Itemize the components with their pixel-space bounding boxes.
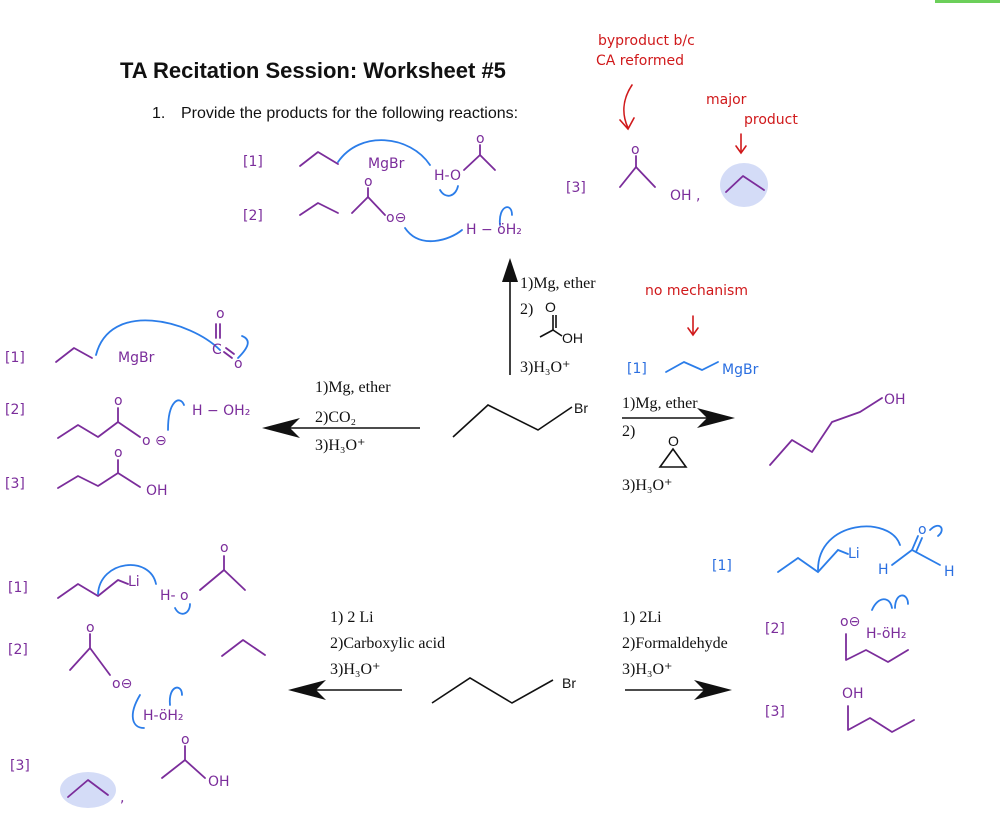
carbonyl-o: o bbox=[181, 732, 190, 748]
carbonyl-o: o bbox=[918, 522, 927, 538]
reagents-right: 1)Mg, ether 2) O 3)H₃O⁺ bbox=[622, 395, 698, 494]
no-mechanism-note: no mechanism bbox=[645, 283, 748, 299]
reagent-step-3: 3)H₃O⁺ bbox=[315, 437, 365, 454]
reaction-arrow-up bbox=[502, 258, 518, 375]
mgbr-label: MgBr bbox=[368, 156, 405, 172]
product-oh-label: OH bbox=[884, 392, 906, 408]
reagent-step-3: 3)H₃O⁺ bbox=[520, 359, 570, 376]
product-right: OH bbox=[769, 392, 906, 466]
reagent-step-2: 2)Carboxylic acid bbox=[330, 635, 445, 652]
epoxide-o-label: O bbox=[668, 433, 679, 449]
bromine-label: Br bbox=[574, 400, 588, 416]
step-label: [2] bbox=[8, 642, 28, 658]
highlight bbox=[720, 163, 768, 207]
byproduct-note: byproduct b/c bbox=[598, 33, 695, 49]
step-label: [1] bbox=[627, 361, 647, 377]
step-label: [1] bbox=[243, 154, 263, 170]
separator: , bbox=[120, 790, 124, 806]
carbonyl-o: o bbox=[364, 174, 373, 190]
co2-c: C bbox=[212, 342, 222, 358]
annotations-bottom-right: [1] Li H o H [2] o⊖ H-öH₂ OH [3] bbox=[712, 522, 955, 733]
step-label: [3] bbox=[10, 758, 30, 774]
annotations-top: [1] MgBr H-O o [2] o o⊖ H − öH₂ byproduc… bbox=[243, 33, 798, 243]
major-product-note-2: product bbox=[744, 112, 798, 128]
byproduct-note-2: CA reformed bbox=[596, 53, 684, 69]
starting-material-bottom: Br bbox=[431, 675, 576, 704]
reaction-arrow-left bbox=[262, 418, 420, 438]
step-label: [2] bbox=[765, 621, 785, 637]
reagent-step-3: 3)H₃O⁺ bbox=[330, 661, 380, 678]
reagents-left: 1)Mg, ether 2)CO₂ 3)H₃O⁺ bbox=[315, 379, 391, 454]
epoxide-ring bbox=[658, 447, 688, 468]
hydronium-label: H − OH₂ bbox=[192, 403, 250, 419]
co2-o: o bbox=[234, 356, 243, 372]
reaction-arrow-bottom-left bbox=[288, 680, 402, 700]
bromine-label: Br bbox=[562, 675, 576, 691]
alkoxide-o: o⊖ bbox=[840, 614, 860, 630]
annotations-right: no mechanism [1] MgBr bbox=[627, 283, 759, 378]
reagent-step-2: 2) bbox=[622, 423, 635, 440]
co2-o: o bbox=[216, 306, 225, 322]
question-number: 1. bbox=[152, 105, 165, 122]
step-label: [3] bbox=[5, 476, 25, 492]
reagent-step-3: 3)H₃O⁺ bbox=[622, 661, 672, 678]
major-product-note: major bbox=[706, 92, 747, 108]
acid-oh-label: OH bbox=[146, 483, 168, 499]
carbonyl-o: o bbox=[86, 620, 95, 636]
reagents-top: 1)Mg, ether 2) O OH 3)H₃O⁺ bbox=[520, 275, 596, 376]
starting-material-top: Br bbox=[452, 400, 588, 438]
ho-label: H- o bbox=[160, 588, 189, 604]
annotations-left: [1] MgBr o C o [2] o o ⊖ H − OH₂ [3] o O… bbox=[5, 306, 250, 499]
question-text: Provide the products for the following r… bbox=[181, 105, 518, 122]
reaction-arrow-right bbox=[622, 408, 735, 428]
reagent-step-1: 1) 2Li bbox=[622, 609, 662, 626]
step-label: [3] bbox=[566, 180, 586, 196]
step-label: [3] bbox=[765, 704, 785, 720]
li-label: Li bbox=[128, 574, 140, 590]
step-label: [2] bbox=[243, 208, 263, 224]
step-label: [1] bbox=[8, 580, 28, 596]
hydronium-label: H-öH₂ bbox=[866, 626, 907, 642]
carbonyl-o: o bbox=[631, 142, 640, 158]
reaction-arrow-bottom-right bbox=[625, 680, 732, 700]
highlight bbox=[60, 772, 116, 808]
step-label: [1] bbox=[5, 350, 25, 366]
reagent-step-2: 2)CO₂ bbox=[315, 409, 356, 426]
acid-oh-label: OH bbox=[562, 330, 583, 346]
carbonyl-o: o bbox=[114, 445, 123, 461]
h-label: H bbox=[878, 562, 889, 578]
reagent-step-1: 1)Mg, ether bbox=[622, 395, 698, 412]
carbonyl-o: o bbox=[476, 131, 485, 147]
step-label: [1] bbox=[712, 558, 732, 574]
accent-bar bbox=[935, 0, 1000, 3]
reagents-bottom-right: 1) 2Li 2)Formaldehyde 3)H₃O⁺ bbox=[622, 609, 728, 678]
h-label: H bbox=[944, 564, 955, 580]
reagent-step-1: 1)Mg, ether bbox=[315, 379, 391, 396]
carboxylate-o: o⊖ bbox=[112, 676, 132, 692]
reagent-step-2: 2) bbox=[520, 301, 533, 318]
reagents-bottom-left: 1) 2 Li 2)Carboxylic acid 3)H₃O⁺ bbox=[330, 609, 445, 678]
reagent-step-1: 1) 2 Li bbox=[330, 609, 374, 626]
carbonyl-o: o bbox=[220, 540, 229, 556]
step-label: [2] bbox=[5, 402, 25, 418]
reagent-step-1: 1)Mg, ether bbox=[520, 275, 596, 292]
mgbr-label: MgBr bbox=[118, 350, 155, 366]
acid-o-label: O bbox=[545, 299, 556, 315]
reagent-step-2: 2)Formaldehyde bbox=[622, 635, 728, 652]
annotations-bottom-left: [1] Li H- o o [2] o o⊖ H-öH₂ [3] , o OH bbox=[8, 540, 266, 808]
page-title: TA Recitation Session: Worksheet #5 bbox=[120, 58, 506, 83]
hydronium-label: H − öH₂ bbox=[466, 222, 522, 238]
mgbr-label: MgBr bbox=[722, 362, 759, 378]
acid-oh-label: OH bbox=[208, 774, 230, 790]
reagent-step-3: 3)H₃O⁺ bbox=[622, 477, 672, 494]
acid-oh-label: OH , bbox=[670, 188, 700, 204]
carboxylate-o: o⊖ bbox=[386, 210, 406, 226]
carbonyl-o: o bbox=[114, 393, 123, 409]
li-label: Li bbox=[848, 546, 860, 562]
carboxylate-o: o ⊖ bbox=[142, 433, 167, 449]
ho-label: H-O bbox=[434, 168, 461, 184]
alcohol-oh-label: OH bbox=[842, 686, 864, 702]
hydronium-label: H-öH₂ bbox=[143, 708, 184, 724]
